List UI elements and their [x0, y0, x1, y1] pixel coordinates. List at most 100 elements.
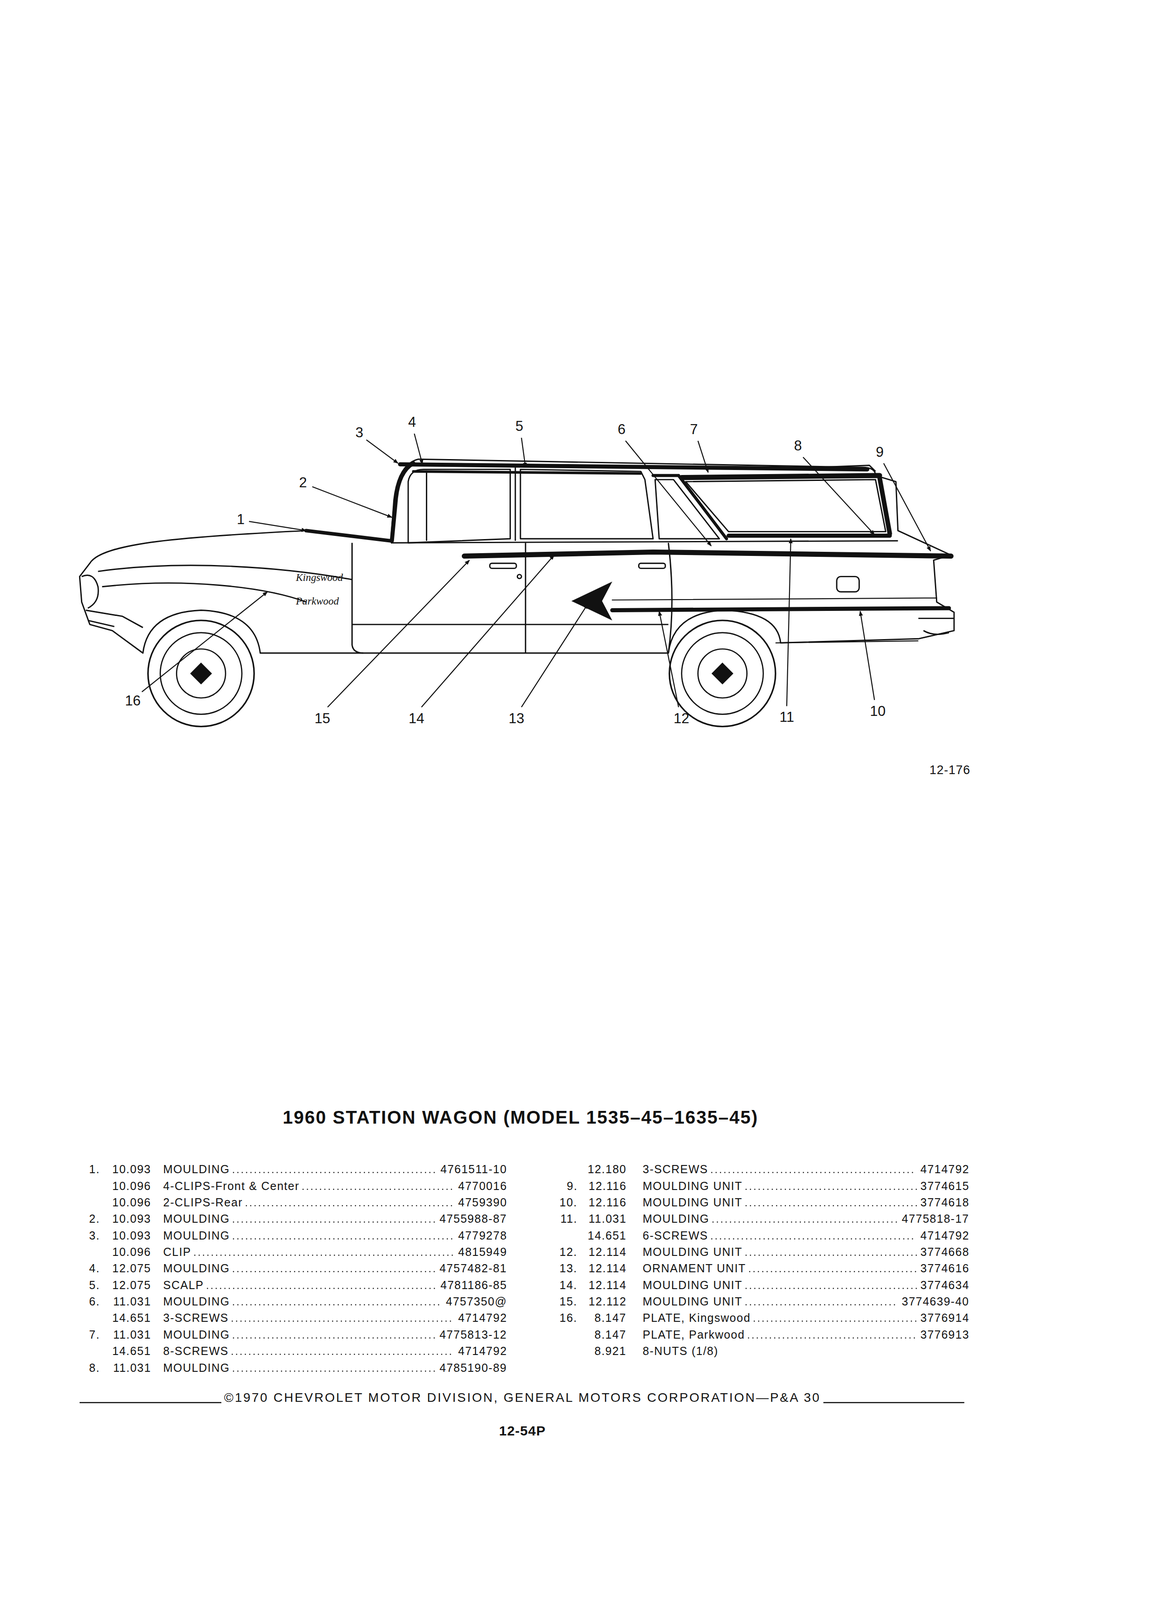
group-number: 10.096	[112, 1196, 151, 1209]
group-number: 14.651	[587, 1229, 627, 1243]
tire	[669, 620, 776, 727]
item-number: 12.	[559, 1245, 578, 1259]
dot-leader	[232, 1320, 455, 1322]
item-number: 6.	[89, 1295, 100, 1309]
item-number: 11.	[560, 1212, 578, 1226]
item-number: 16.	[559, 1311, 578, 1325]
leader-line	[414, 433, 423, 465]
callout-number: 4	[408, 414, 416, 430]
callout-number: 7	[689, 421, 698, 438]
group-number: 12.114	[588, 1278, 627, 1292]
part-number: 3776913	[920, 1328, 970, 1342]
leader-line	[327, 559, 470, 707]
part-number: 4761511-10	[440, 1163, 508, 1176]
rear-window-side	[879, 477, 890, 534]
leader-line	[786, 538, 791, 706]
dot-leader	[233, 1221, 436, 1223]
ornament	[571, 581, 613, 621]
part-number: 4714792	[458, 1344, 508, 1358]
page-number: 12-54P	[499, 1423, 546, 1439]
group-number: 10.096	[112, 1245, 151, 1259]
dot-leader	[194, 1254, 455, 1256]
callout-number: 15	[314, 710, 330, 727]
leader-line	[883, 463, 931, 551]
lower-moulding	[612, 608, 950, 610]
part-name: CLIP	[163, 1245, 192, 1259]
front-door	[352, 542, 364, 653]
part-number: 3774668	[920, 1245, 970, 1259]
leader-line	[141, 591, 268, 692]
leader-line	[312, 486, 392, 518]
group-number: 11.031	[113, 1361, 152, 1375]
tire	[148, 620, 255, 727]
part-name: 4-CLIPS-Front & Center	[163, 1179, 300, 1193]
item-number: 4.	[89, 1262, 100, 1275]
part-name: PLATE, Kingswood	[642, 1311, 751, 1325]
dot-leader	[233, 1238, 455, 1240]
group-number: 11.031	[113, 1295, 152, 1309]
part-name: PLATE, Parkwood	[642, 1328, 745, 1342]
leader-line	[249, 521, 307, 531]
hubcap	[698, 649, 748, 699]
dot-leader	[746, 1204, 918, 1207]
lock	[517, 574, 522, 579]
item-number: 9.	[566, 1179, 578, 1193]
callout-number: 9	[875, 444, 884, 460]
part-number: 4759390	[458, 1196, 508, 1209]
callout-number: 10	[869, 703, 886, 720]
footer-rule	[823, 1402, 965, 1404]
group-number: 11.031	[588, 1212, 627, 1226]
part-number: 3774639-40	[901, 1295, 970, 1309]
rear-window-bottom	[728, 533, 890, 538]
group-number: 10.096	[112, 1179, 151, 1193]
group-number: 12.075	[112, 1278, 151, 1292]
part-name: MOULDING	[163, 1262, 230, 1275]
vent-divider	[425, 470, 428, 541]
leader-lines	[141, 433, 931, 708]
quarter-moulding	[653, 475, 727, 539]
leader-line	[366, 439, 399, 464]
part-name: MOULDING UNIT	[642, 1278, 743, 1292]
rear-wheel	[669, 620, 776, 727]
dot-leader	[711, 1238, 917, 1240]
group-number: 11.031	[113, 1328, 152, 1342]
dot-leader	[746, 1287, 918, 1289]
fender-crease	[102, 583, 307, 603]
front-door-window	[408, 469, 510, 544]
headlight	[81, 575, 99, 609]
group-number: 12.180	[587, 1163, 627, 1176]
part-number: 3774618	[920, 1196, 970, 1209]
whitewall	[681, 632, 764, 715]
drip-scalp	[413, 471, 641, 474]
item-number: 3.	[89, 1229, 100, 1243]
dot-leader	[207, 1287, 437, 1289]
door-handle	[638, 563, 665, 569]
dot-leader	[232, 1353, 455, 1355]
dot-leader	[246, 1204, 455, 1207]
leader-line	[698, 440, 709, 473]
fuel-door	[836, 576, 860, 592]
model-script: Parkwood	[295, 595, 340, 607]
part-number: 4781186-85	[440, 1278, 508, 1292]
group-number: 12.116	[588, 1196, 627, 1209]
door-split	[524, 542, 527, 653]
part-name: MOULDING	[163, 1328, 230, 1342]
group-number: 8.147	[594, 1328, 627, 1342]
part-number: 4775813-12	[439, 1328, 507, 1342]
belt-line	[390, 540, 899, 543]
part-name: MOULDING	[163, 1229, 230, 1243]
model-script: Kingswood	[295, 571, 344, 584]
leader-line	[803, 457, 875, 535]
part-name: 6-SCREWS	[642, 1229, 709, 1243]
part-number: 3774634	[920, 1278, 970, 1292]
part-number: 4714792	[920, 1229, 970, 1243]
dot-leader	[748, 1337, 917, 1339]
dot-leader	[713, 1221, 899, 1223]
part-number: 4714792	[458, 1311, 508, 1325]
part-name: MOULDING UNIT	[642, 1245, 743, 1259]
part-name: 2-CLIPS-Rear	[163, 1196, 243, 1209]
part-number: 4757482-81	[439, 1262, 507, 1275]
group-number: 12.075	[112, 1262, 151, 1275]
rear-window-top	[681, 475, 880, 478]
part-name: MOULDING	[163, 1163, 230, 1176]
